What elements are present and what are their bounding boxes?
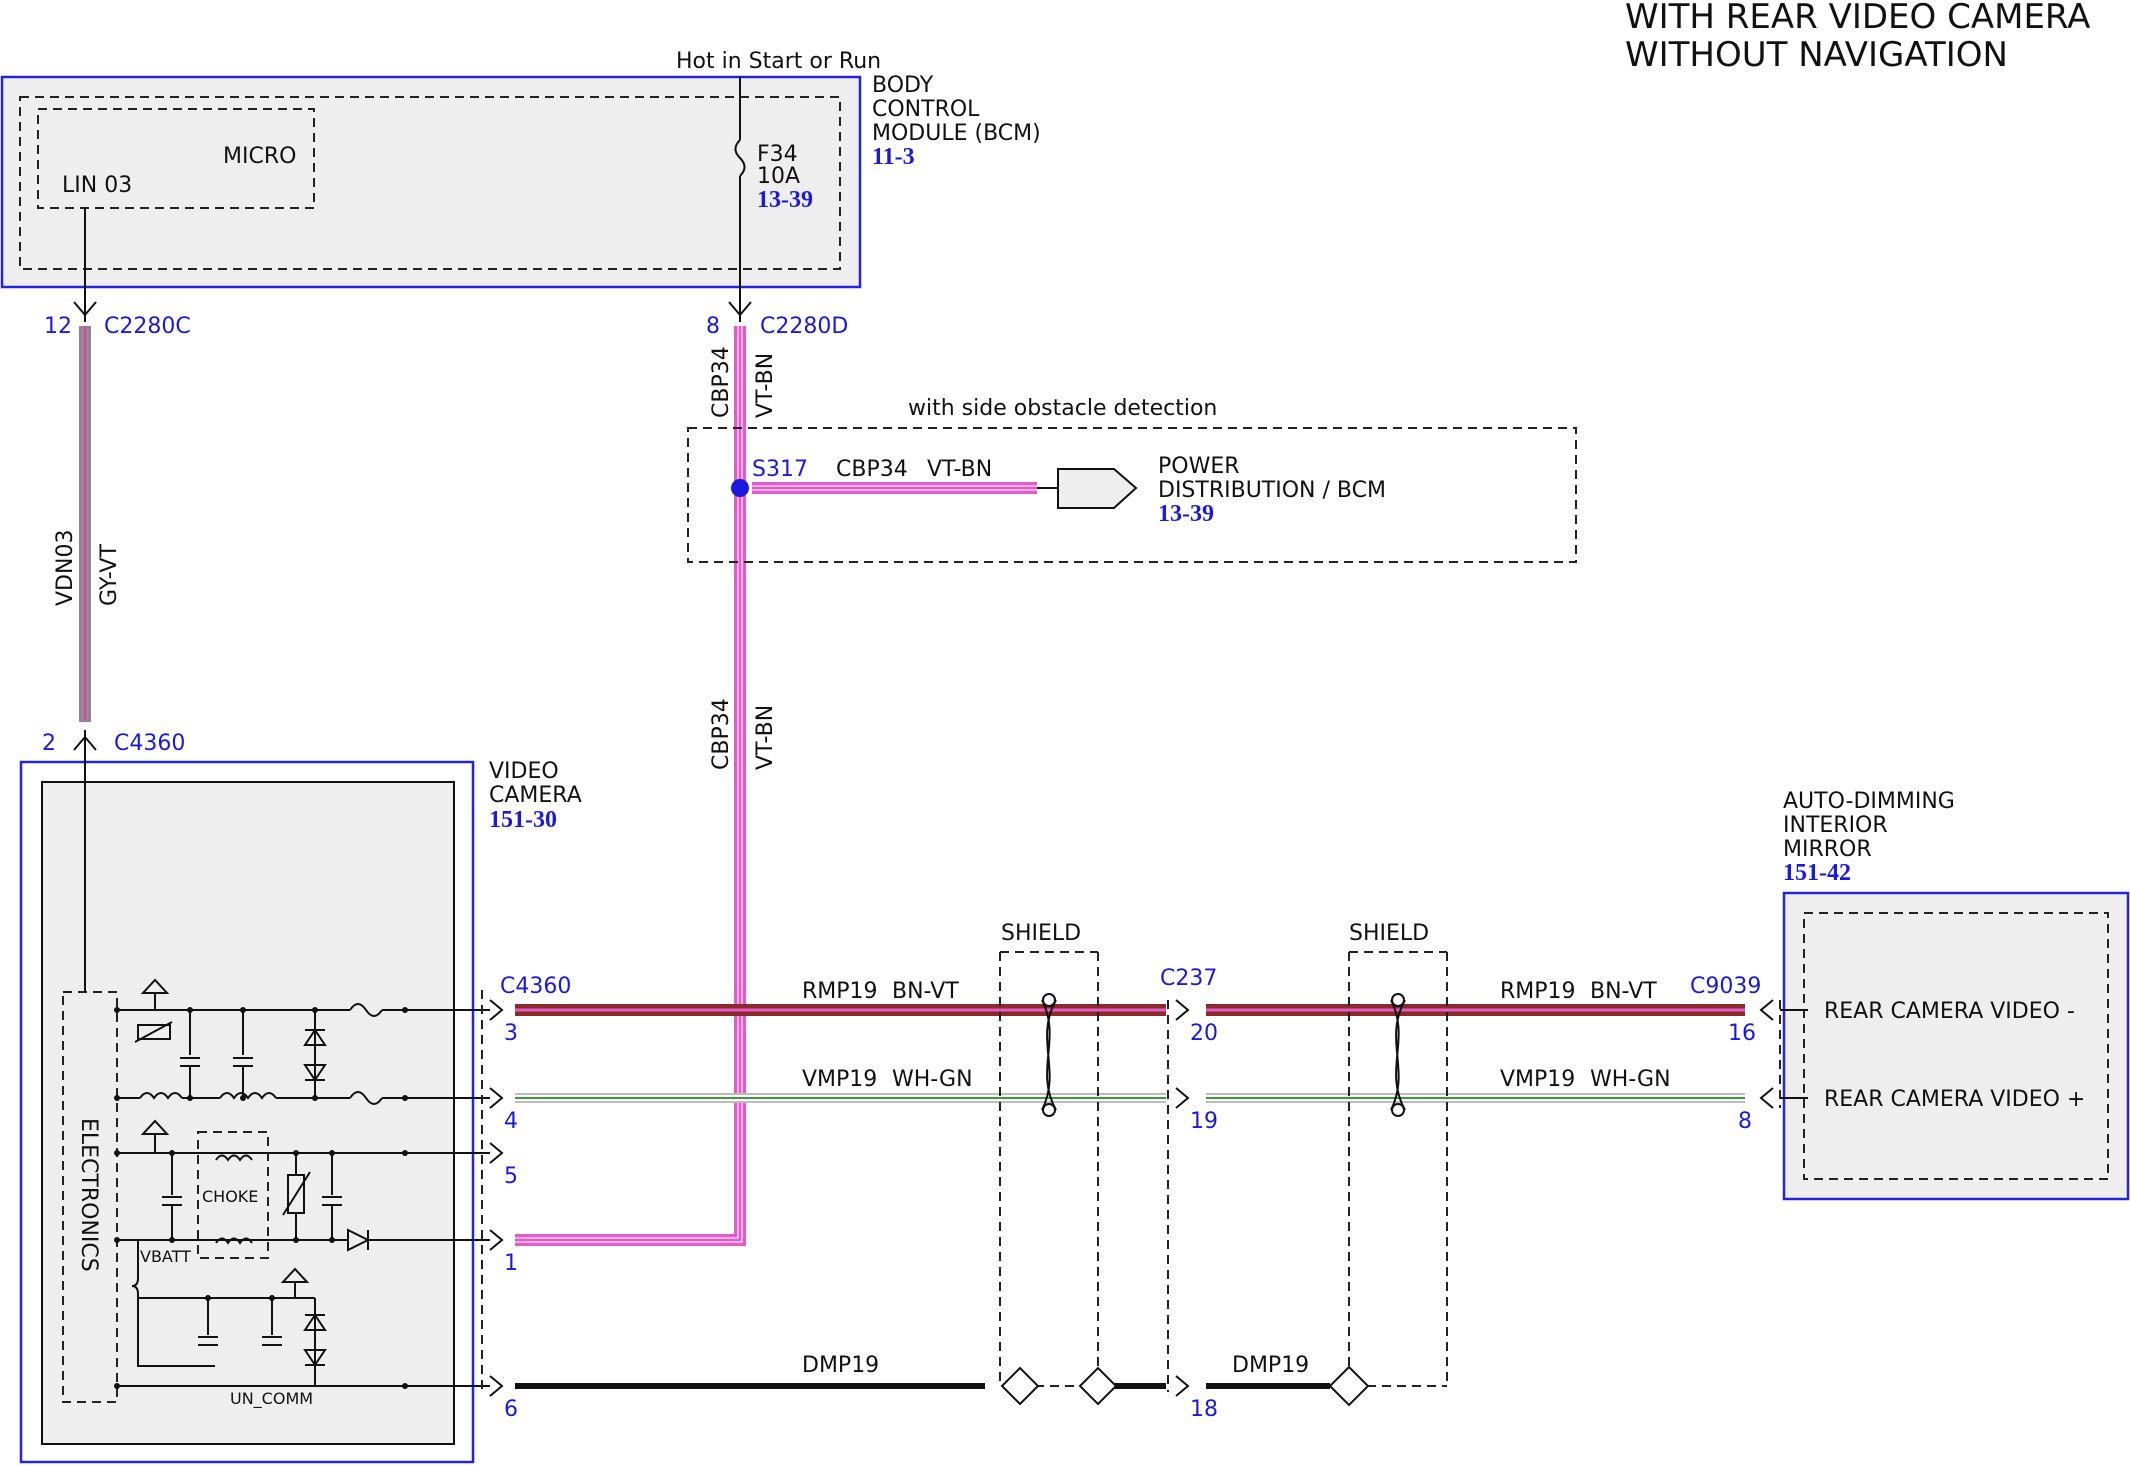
c2280c-pin: 12 bbox=[44, 314, 72, 339]
fuse-rating-label: 10A bbox=[757, 164, 800, 189]
c2280c-connector-symbol bbox=[73, 300, 97, 322]
c4360-pin-arrows bbox=[489, 999, 504, 1397]
choke-label: CHOKE bbox=[202, 1187, 258, 1206]
vmp19-left-circuit: VMP19 bbox=[802, 1067, 877, 1092]
side-obstacle-option-box bbox=[687, 427, 1577, 563]
fuse-f34-symbol bbox=[734, 139, 746, 177]
camera-junction-dots bbox=[114, 1007, 408, 1389]
wire-cbp34[interactable] bbox=[515, 326, 746, 1246]
shield-right-label: SHIELD bbox=[1349, 921, 1429, 946]
wire-vdn03[interactable] bbox=[79, 326, 91, 722]
power-source-label: Hot in Start or Run bbox=[676, 49, 881, 74]
c4360-pin-6: 6 bbox=[504, 1397, 518, 1422]
rmp19-right-color: BN-VT bbox=[1590, 979, 1657, 1004]
choke-box bbox=[197, 1131, 269, 1259]
electronics-box bbox=[62, 991, 118, 1403]
bcm-inner-boundary bbox=[19, 96, 841, 270]
vdn03-color-label: GY-VT bbox=[97, 544, 122, 606]
c4360-top-connector-symbol bbox=[73, 730, 97, 756]
splice-s317-name[interactable]: S317 bbox=[752, 457, 808, 482]
c237-pin-arrows bbox=[1175, 999, 1190, 1397]
c4360-pin-4: 4 bbox=[504, 1109, 518, 1134]
c4360-pin-1: 1 bbox=[504, 1251, 518, 1276]
bcm-micro-label: MICRO bbox=[223, 144, 296, 169]
diagram-title-line2: WITHOUT NAVIGATION bbox=[1625, 35, 2008, 75]
camera-ref[interactable]: 151-30 bbox=[489, 807, 557, 833]
bcm-name-line1: BODY bbox=[872, 73, 934, 98]
c9039-pin-8: 8 bbox=[1738, 1109, 1752, 1134]
cbp34-lower-color: VT-BN bbox=[753, 705, 778, 770]
power-dist-line1: POWER bbox=[1158, 454, 1240, 479]
bcm-lin-label: LIN 03 bbox=[62, 173, 132, 198]
rmp19-right-circuit: RMP19 bbox=[1500, 979, 1576, 1004]
cbp34-lower-circuit: CBP34 bbox=[709, 698, 734, 770]
side-obstacle-label: with side obstacle detection bbox=[908, 396, 1217, 421]
c9039-name[interactable]: C9039 bbox=[1690, 974, 1761, 999]
vbatt-label: VBATT bbox=[140, 1247, 191, 1266]
c2280d-connector-symbol bbox=[728, 300, 752, 322]
mirror-name-line1: AUTO-DIMMING bbox=[1783, 789, 1955, 814]
c4360-top-pin: 2 bbox=[42, 731, 56, 756]
c237-pin-20: 20 bbox=[1190, 1021, 1218, 1046]
bcm-name-line3: MODULE (BCM) bbox=[872, 121, 1041, 146]
bcm-name-line2: CONTROL bbox=[872, 97, 980, 122]
bcm-outline bbox=[0, 75, 862, 289]
shield-left-label: SHIELD bbox=[1001, 921, 1081, 946]
c2280d-name[interactable]: C2280D bbox=[760, 314, 848, 339]
c237-name[interactable]: C237 bbox=[1160, 966, 1217, 991]
c9039-pin-16: 16 bbox=[1728, 1021, 1756, 1046]
c9039-pin-arrows bbox=[1759, 999, 1774, 1109]
splice-s317-dot[interactable] bbox=[731, 479, 749, 497]
c237-pin-18: 18 bbox=[1190, 1397, 1218, 1422]
c237-pin-19: 19 bbox=[1190, 1109, 1218, 1134]
c4360-name[interactable]: C4360 bbox=[500, 974, 571, 999]
cbp34-upper-color: VT-BN bbox=[753, 353, 778, 418]
fuse-ref[interactable]: 13-39 bbox=[757, 187, 813, 213]
mirror-inner-box bbox=[1803, 912, 2109, 1180]
cbp34-upper-circuit: CBP34 bbox=[709, 346, 734, 418]
c4360-pin-5: 5 bbox=[504, 1164, 518, 1189]
mirror-outline bbox=[1782, 891, 2130, 1201]
power-distribution-arrow-icon[interactable] bbox=[1037, 468, 1138, 509]
mirror-video-minus-label: REAR CAMERA VIDEO - bbox=[1824, 999, 2075, 1024]
vmp19-right-circuit: VMP19 bbox=[1500, 1067, 1575, 1092]
c2280c-name[interactable]: C2280C bbox=[104, 314, 191, 339]
c4360-top-name[interactable]: C4360 bbox=[114, 731, 185, 756]
vmp19-left-color: WH-GN bbox=[892, 1067, 973, 1092]
electronics-label: ELECTRONICS bbox=[76, 1118, 101, 1272]
diagram-title-line1: WITH REAR VIDEO CAMERA bbox=[1625, 0, 2090, 37]
bcm-module[interactable]: MICRO LIN 03 F34 10A 13-39 bbox=[0, 75, 862, 289]
bcm-micro-box bbox=[37, 108, 315, 209]
camera-name-line1: VIDEO bbox=[489, 759, 559, 784]
un-comm-label: UN_COMM bbox=[230, 1389, 313, 1409]
mirror-name-line2: INTERIOR bbox=[1783, 813, 1888, 838]
power-dist-line2: DISTRIBUTION / BCM bbox=[1158, 478, 1386, 503]
camera-inner-box bbox=[41, 781, 455, 1445]
shield-right[interactable] bbox=[1328, 951, 1448, 1407]
camera-internal-circuit bbox=[117, 978, 490, 1387]
rmp19-left-circuit: RMP19 bbox=[802, 979, 878, 1004]
mirror-name-line3: MIRROR bbox=[1783, 837, 1872, 862]
rmp19-left-color: BN-VT bbox=[892, 979, 959, 1004]
power-dist-ref[interactable]: 13-39 bbox=[1158, 501, 1214, 527]
video-camera-module[interactable] bbox=[19, 760, 475, 1464]
mirror-video-plus-label: REAR CAMERA VIDEO + bbox=[1824, 1087, 2085, 1112]
c4360-pin-3: 3 bbox=[504, 1021, 518, 1046]
vdn03-circuit-label: VDN03 bbox=[53, 530, 78, 606]
cbp34-branch-circuit: CBP34 bbox=[836, 457, 908, 482]
mirror-ref[interactable]: 151-42 bbox=[1783, 860, 1851, 886]
mirror-module[interactable] bbox=[1782, 891, 2130, 1201]
fuse-f34-label: F34 bbox=[757, 142, 798, 167]
cbp34-branch-color: VT-BN bbox=[927, 457, 992, 482]
dmp19-right-circuit: DMP19 bbox=[1232, 1353, 1309, 1378]
bcm-ref[interactable]: 11-3 bbox=[872, 144, 915, 170]
camera-name-line2: CAMERA bbox=[489, 783, 582, 808]
c2280d-pin: 8 bbox=[706, 314, 720, 339]
vmp19-right-color: WH-GN bbox=[1590, 1067, 1671, 1092]
dmp19-left-circuit: DMP19 bbox=[802, 1353, 879, 1378]
shield-left[interactable] bbox=[999, 951, 1118, 1406]
